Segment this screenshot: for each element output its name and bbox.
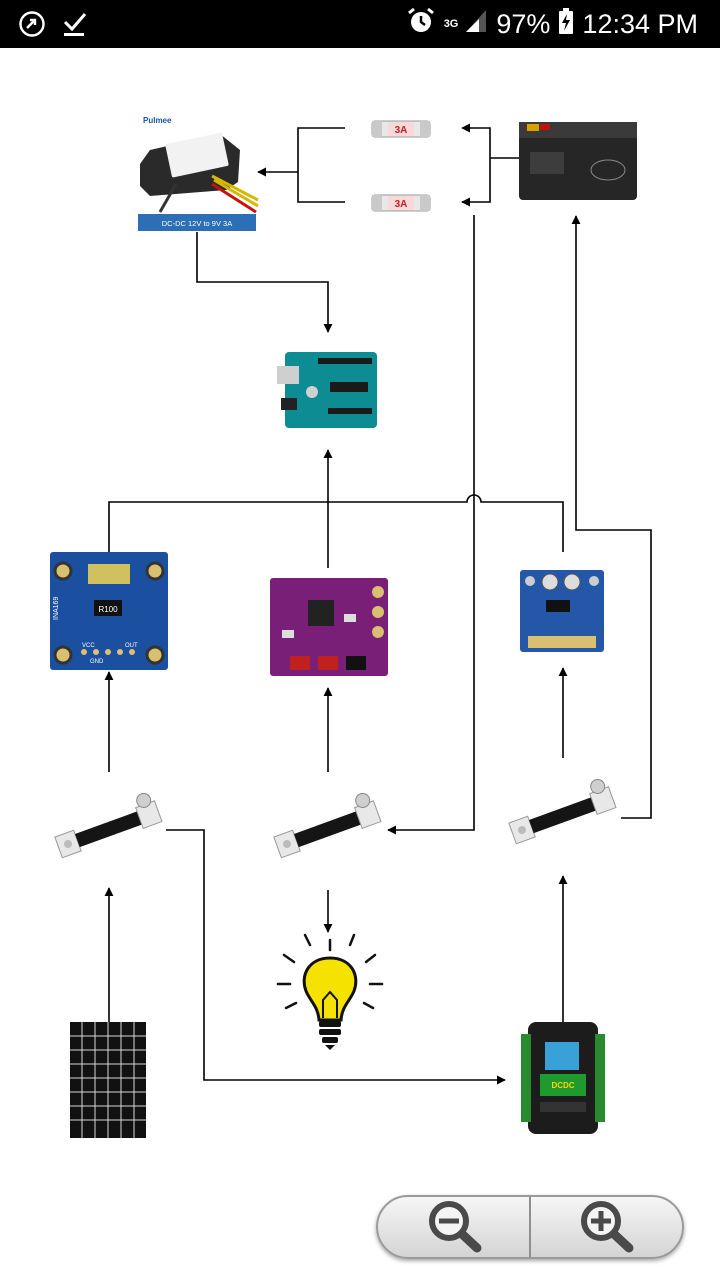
fuse-bottom: 3A (371, 194, 431, 212)
arrow-converter-to-arduino (196, 232, 333, 333)
connections (104, 123, 652, 1085)
dcdc-charger: DCDC (521, 1022, 605, 1134)
ina169-pin-gnd: GND (90, 659, 104, 665)
ina169-pin-vcc: VCC (82, 643, 95, 649)
diagram-canvas[interactable]: Pulmee DC-DC 12V to 9V 3A 3A 3A (0, 48, 720, 1280)
dcdc-label: DCDC (551, 1081, 574, 1090)
converter-brand: Pulmee (143, 116, 172, 125)
solar-panel (70, 1022, 146, 1138)
adc-module (270, 578, 388, 676)
wire-fuse-top (297, 127, 345, 203)
ina169-label: INA169 (53, 597, 60, 620)
fuse-bottom-label: 3A (395, 199, 408, 210)
arrow-fuse-to-middle-shunt (387, 215, 475, 835)
zoom-in-icon (575, 1197, 637, 1257)
arduino (277, 352, 377, 428)
ina169-pin-out: OUT (125, 643, 138, 649)
arrow-battery-to-fuse-bottom (461, 158, 491, 207)
ina169-board: R100 INA169 VCC GND OUT (50, 552, 168, 670)
shunt-right (508, 778, 617, 845)
zoom-divider (529, 1197, 531, 1257)
zoom-out-icon (423, 1197, 485, 1257)
zoom-controls (376, 1195, 684, 1259)
arrow-battery-to-fuse-top (461, 123, 491, 158)
clock: 12:34 PM (582, 9, 698, 39)
dc-converter: Pulmee DC-DC 12V to 9V 3A (138, 116, 259, 231)
zoom-out-button[interactable] (378, 1197, 530, 1257)
signal-icon (464, 8, 488, 41)
status-bar: 3G 97% 12:34 PM (0, 0, 720, 48)
current-sensor (520, 570, 604, 652)
converter-label: DC-DC 12V to 9V 3A (162, 219, 232, 228)
wire-sensor-bus (108, 494, 564, 552)
arrow-right-shunt-to-battery (571, 215, 652, 819)
alarm-icon (406, 6, 436, 43)
call-forward-icon (18, 10, 46, 43)
battery (519, 122, 637, 200)
fuse-top: 3A (371, 120, 431, 138)
shunt-left (54, 792, 163, 859)
battery-charging-icon (558, 7, 574, 42)
light-bulb-icon (276, 933, 384, 1050)
zoom-in-button[interactable] (530, 1197, 682, 1257)
checkmark-download-icon (62, 10, 88, 43)
network-type: 3G (443, 18, 459, 30)
battery-percent: 97% (496, 9, 551, 39)
ina169-resistor: R100 (98, 605, 118, 614)
shunt-middle (273, 792, 382, 859)
arrow-shunt-to-dcdc (166, 829, 506, 1085)
fuse-top-label: 3A (395, 125, 408, 136)
wiring-diagram: Pulmee DC-DC 12V to 9V 3A 3A 3A (50, 116, 652, 1138)
